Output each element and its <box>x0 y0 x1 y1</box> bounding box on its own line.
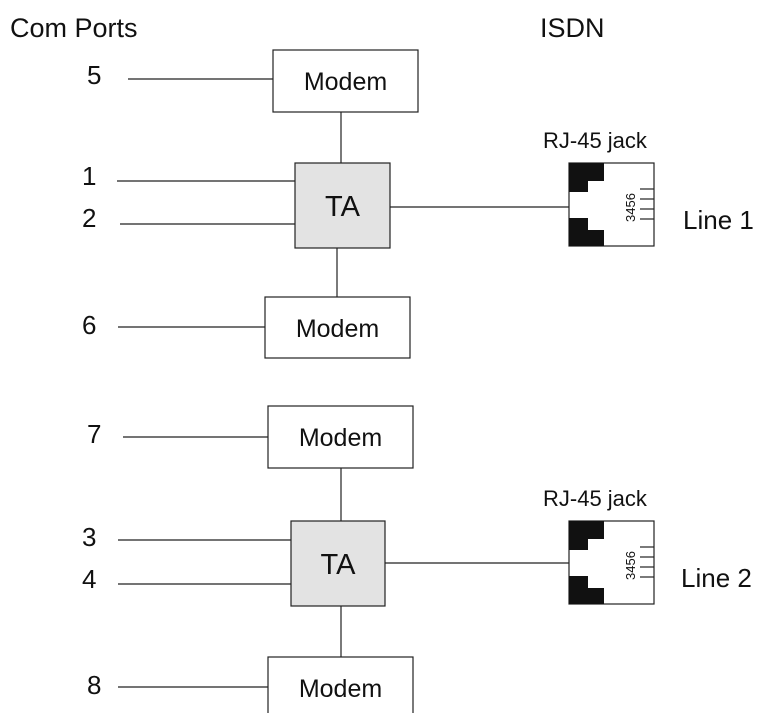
ta-box <box>294 162 391 249</box>
jack-title: RJ-45 jack <box>543 128 648 153</box>
port-label: 2 <box>82 203 96 233</box>
modem-label: Modem <box>304 68 387 96</box>
jack-contact <box>569 521 604 550</box>
modem-box <box>264 296 411 359</box>
group-2: 7 3 4 8 Modem TA Modem RJ-45 jack 3456 <box>82 405 752 713</box>
port-label: 3 <box>82 522 96 552</box>
modem-label: Modem <box>296 315 379 343</box>
com-ports-header: Com Ports <box>10 13 138 43</box>
isdn-header: ISDN <box>540 13 605 43</box>
modem-label: Modem <box>299 424 382 452</box>
port-label: 5 <box>87 60 101 90</box>
port-label: 4 <box>82 564 96 594</box>
port-label: 8 <box>87 670 101 700</box>
line-label: Line 2 <box>681 563 752 593</box>
jack-pin-numbers: 3456 <box>623 551 638 580</box>
port-label: 6 <box>82 310 96 340</box>
ta-label: TA <box>321 549 357 581</box>
jack-contact <box>569 163 604 192</box>
modem-box <box>272 49 419 113</box>
port-label: 7 <box>87 419 101 449</box>
line-label: Line 1 <box>683 205 754 235</box>
group-1: 5 1 2 6 Modem TA Modem RJ-45 jack 3456 <box>82 49 754 359</box>
ta-label: TA <box>325 191 361 223</box>
jack-contact <box>569 576 604 604</box>
modem-label: Modem <box>299 675 382 703</box>
modem-box <box>267 405 414 469</box>
jack-title: RJ-45 jack <box>543 486 648 511</box>
port-label: 1 <box>82 161 96 191</box>
modem-box <box>267 656 414 713</box>
jack-contact <box>569 218 604 246</box>
jack-pin-numbers: 3456 <box>623 193 638 222</box>
